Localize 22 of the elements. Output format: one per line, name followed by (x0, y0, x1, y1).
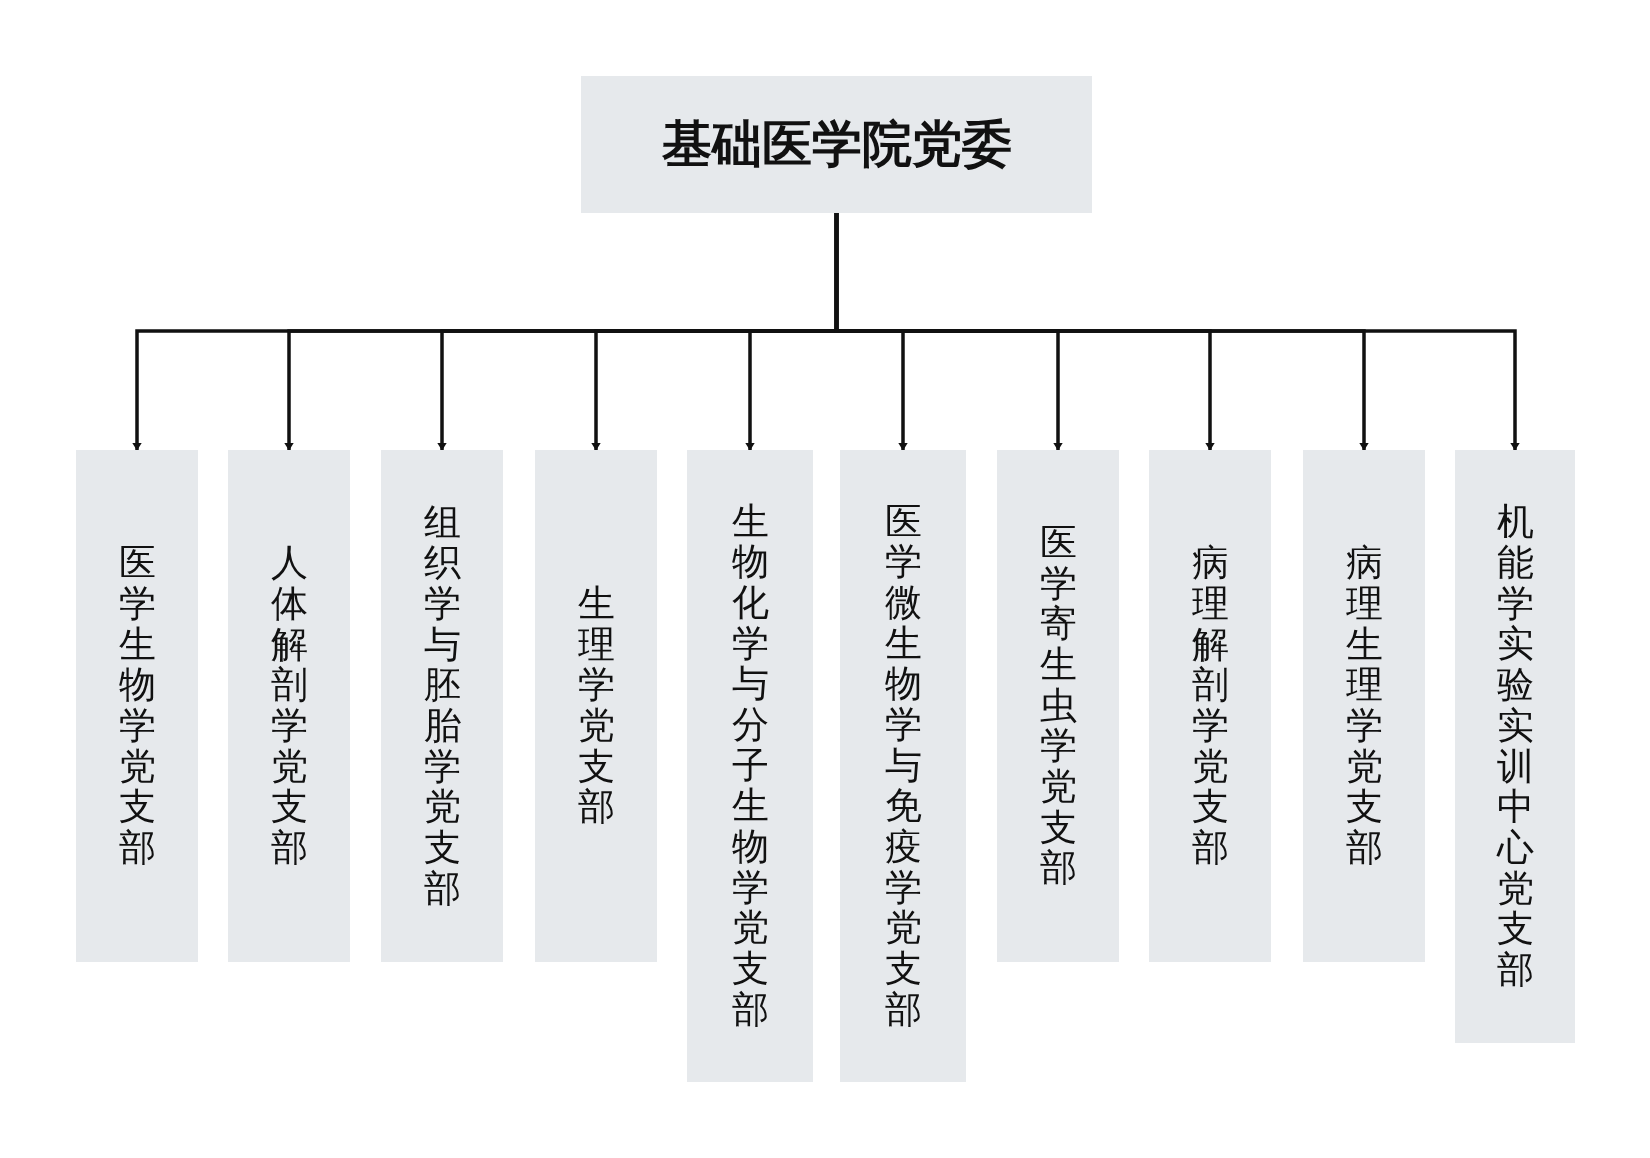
branch-box (997, 450, 1119, 962)
branch-box (381, 450, 503, 962)
box-label: 人体解剖学党支部 (270, 543, 308, 869)
root-box (581, 76, 1092, 213)
branch-box (1303, 450, 1425, 962)
box-label: 机能学实验实训中心党支部 (1496, 502, 1534, 991)
branch-box (1455, 450, 1575, 1043)
box-title: 基础医学院党委 (661, 114, 1012, 175)
box-label: 医学生物学党支部 (118, 543, 156, 869)
branch-box (535, 450, 657, 962)
box-label: 病理生理学党支部 (1345, 543, 1383, 869)
box-label: 医学寄生虫学党支部 (1039, 522, 1077, 890)
box-label: 组织学与胚胎学党支部 (423, 502, 461, 910)
box-label: 生物化学与分子生物学党支部 (731, 501, 769, 1031)
box-label: 医学微生物学与免疫学党支部 (884, 501, 922, 1031)
branch-box (687, 450, 813, 1082)
branch-box (1149, 450, 1271, 962)
branch-box (228, 450, 350, 962)
branch-box (76, 450, 198, 962)
branch-box (840, 450, 966, 1082)
box-label: 生理学党支部 (577, 583, 615, 829)
box-label: 病理解剖学党支部 (1191, 543, 1229, 869)
